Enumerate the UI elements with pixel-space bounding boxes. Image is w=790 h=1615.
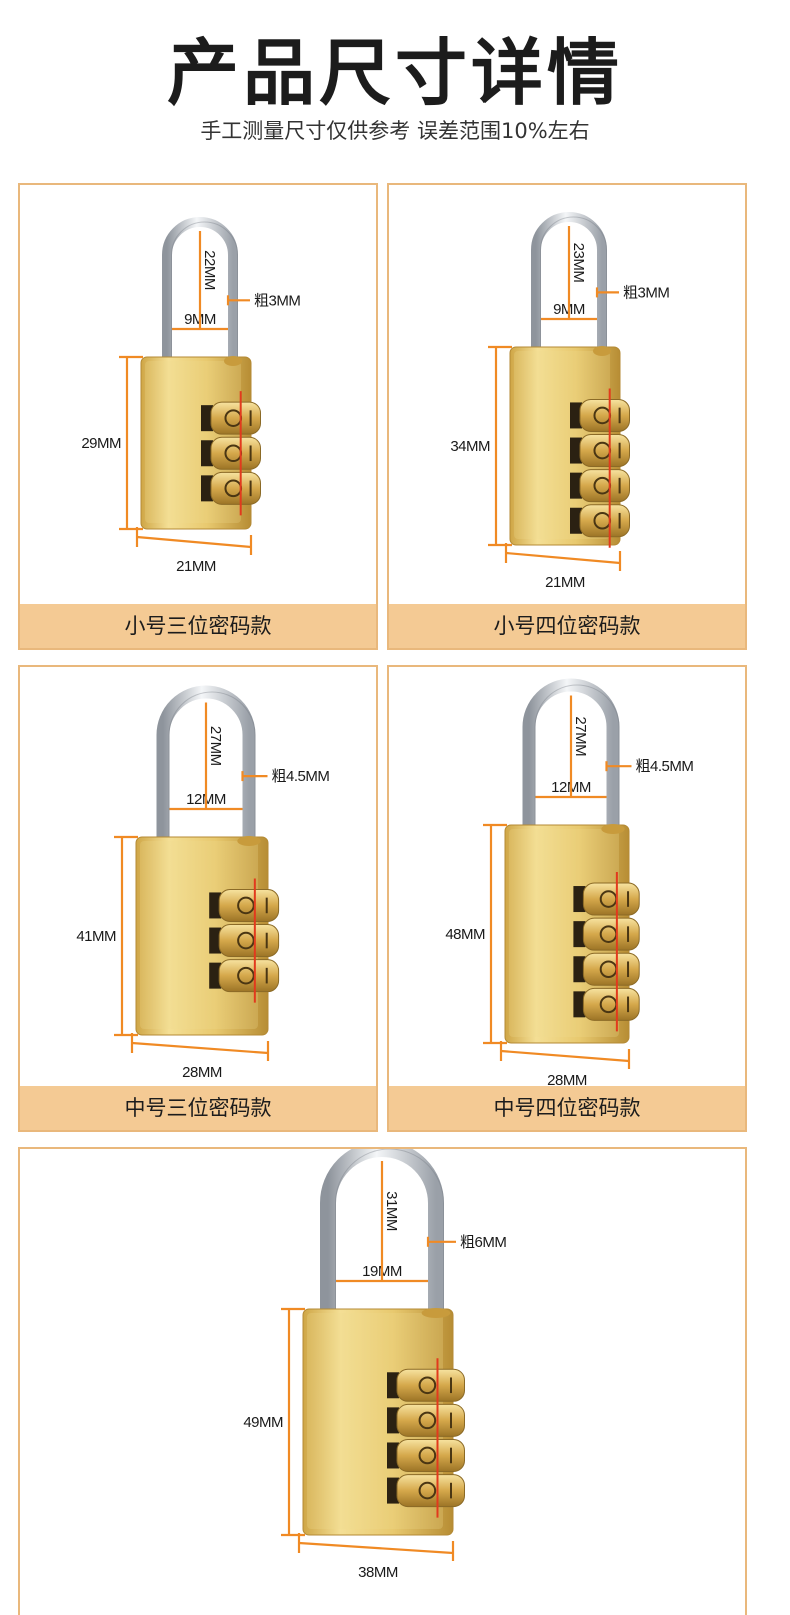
shackle-height-label: 27MM [572,716,589,756]
wheel-slot [209,962,222,989]
wheel-slot [209,927,222,954]
shackle-shadow [335,1149,444,1315]
wheel-slot [387,1442,399,1469]
digit-wheel [396,1368,465,1402]
digit-zero-glyph [237,896,255,915]
digit-wheel [579,469,630,503]
wheel-slot [387,1407,399,1434]
digit-zero-glyph [237,966,255,985]
wheel-slot [201,475,213,502]
wheel-slot [387,1372,399,1399]
shackle-collar [237,836,261,846]
digit-wheel [582,987,640,1021]
shackle [156,685,256,843]
product-label: 小号四位密码款 [389,604,745,648]
body-width-label: 28MM [547,1072,587,1087]
wheel-slot [570,507,582,534]
digit-wheel [582,917,640,951]
shackle-shadow [534,684,620,831]
digit-wheel [582,882,640,916]
body-width-line [500,1049,630,1063]
shackle-height-label: 22MM [201,250,218,290]
digit-wheel [396,1438,465,1472]
shackle-shadow [171,221,238,363]
body-width-line [131,1041,269,1055]
shackle [531,212,607,353]
digit-zero-glyph [418,1481,437,1500]
wheel-slot [573,886,586,913]
shackle-shadow [540,216,607,353]
wheel-slot [573,921,586,948]
wheel-slot [573,956,586,983]
wheel-slot [201,440,213,467]
shackle-shadow [168,691,256,843]
body-width-label: 21MM [176,558,216,575]
body-height-label: 34MM [450,438,490,455]
page-title: 产品尺寸详情 [166,31,623,115]
shackle-thickness-label: 粗4.5MM [272,768,330,785]
digit-wheel [579,504,630,538]
body-width-line [298,1541,454,1555]
body-height-label: 48MM [445,926,485,943]
shackle-thickness-label: 粗3MM [623,284,669,301]
digit-zero-glyph [237,931,255,950]
body-width-label: 21MM [545,574,585,591]
shackle-thickness-label: 粗4.5MM [636,758,694,775]
shackle-collar [421,1308,451,1318]
digit-wheel [579,434,630,468]
shackle-thickness-label: 粗6MM [460,1234,506,1251]
wheel-slot [570,437,582,464]
digit-wheel [396,1474,465,1508]
wheel-slot [570,402,582,429]
shackle [522,678,620,831]
digit-zero-glyph [418,1411,437,1430]
digit-zero-glyph [418,1446,437,1465]
body-width-label: 38MM [358,1564,398,1581]
body-height-label: 29MM [81,435,121,452]
body-width-line [505,551,621,565]
digit-wheel [582,952,640,986]
body-height-label: 41MM [76,928,116,945]
page-subtitle: 手工测量尺寸仅供参考 误差范围10%左右 [200,119,590,143]
digit-wheel [210,471,261,505]
wheel-slot [209,892,222,919]
body-height-label: 49MM [243,1414,283,1431]
wheel-slot [201,405,213,432]
wheel-slot [387,1477,399,1504]
wheel-slot [573,991,586,1018]
digit-wheel [579,398,630,432]
wheel-slot [570,472,582,499]
product-label: 中号三位密码款 [20,1086,376,1130]
body-width-label: 28MM [182,1064,222,1081]
shackle-collar [593,346,611,356]
digit-zero-glyph [418,1376,437,1395]
shackle-height-label: 31MM [383,1191,400,1231]
shackle-thickness-label: 粗3MM [254,292,300,309]
digit-wheel [218,888,280,922]
product-label: 小号三位密码款 [20,604,376,648]
shackle-height-label: 23MM [570,243,587,283]
digit-wheel [218,924,280,958]
shackle-collar [224,356,242,366]
shackle-height-label: 27MM [207,726,224,766]
shackle [162,217,238,363]
body-width-line [136,535,252,549]
digit-wheel [396,1403,465,1437]
product-label: 中号四位密码款 [389,1086,745,1130]
digit-wheel [218,959,280,993]
shackle-collar [601,824,625,834]
shackle [320,1149,444,1315]
digit-wheel [210,401,261,435]
digit-wheel [210,436,261,470]
